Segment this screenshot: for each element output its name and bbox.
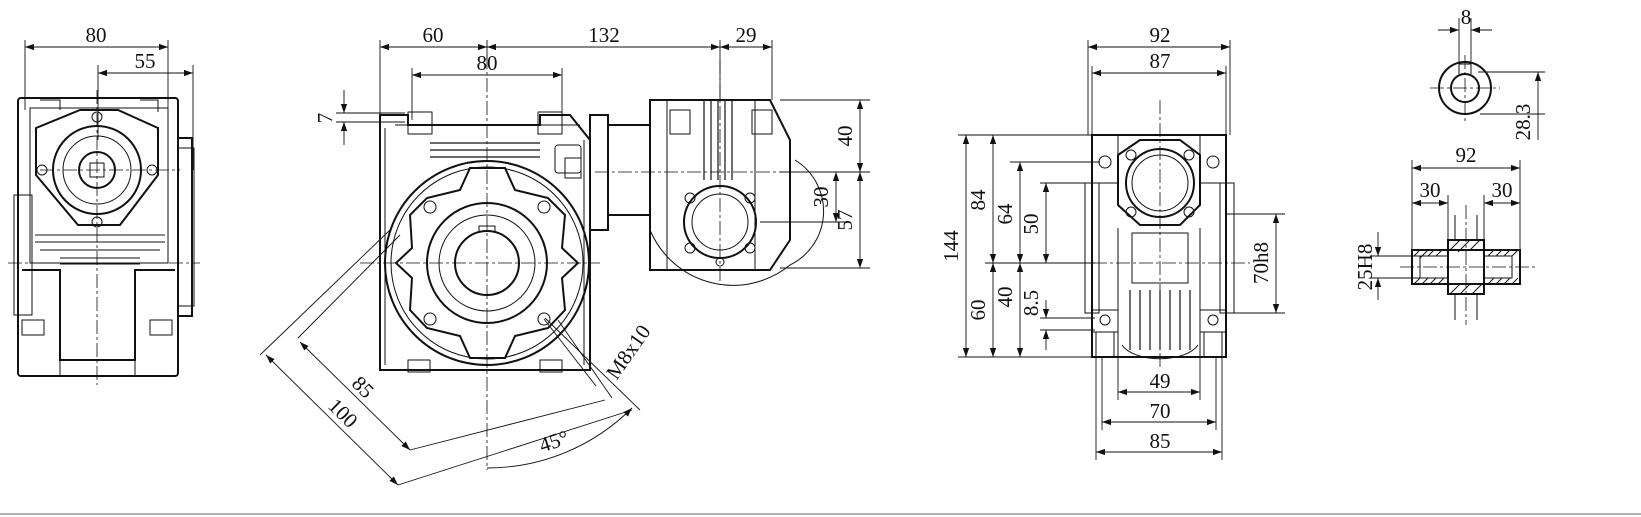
dim-end-49: 49	[1150, 369, 1171, 393]
dim-front-30: 30	[809, 187, 833, 208]
shaft-detail: 8 28.3 92 30 30	[1353, 5, 1545, 325]
dim-front-40: 40	[833, 126, 857, 147]
dim-side-width: 80	[86, 23, 107, 47]
dim-end-87: 87	[1150, 49, 1171, 73]
dim-front-100: 100	[323, 393, 362, 432]
dim-shaft-30-right: 30	[1492, 178, 1513, 202]
dim-end-92: 92	[1150, 23, 1171, 47]
dim-end-85: 85	[1150, 429, 1171, 453]
dim-end-84: 84	[966, 189, 990, 211]
dim-end-8-5: 8.5	[1019, 290, 1043, 316]
dim-end-64: 64	[993, 203, 1017, 225]
dim-shaft-92: 92	[1456, 143, 1477, 167]
dim-front-57: 57	[833, 210, 857, 231]
dim-end-50: 50	[1019, 214, 1043, 235]
dim-front-132: 132	[588, 23, 620, 47]
dim-front-29: 29	[736, 23, 757, 47]
dim-end-40: 40	[993, 287, 1017, 308]
dim-end-70h8: 70h8	[1249, 242, 1273, 284]
dim-side-offset: 55	[135, 49, 156, 73]
dim-end-144: 144	[939, 230, 963, 262]
end-view: 92 87	[939, 23, 1285, 460]
dim-shaft-28-3: 28.3	[1511, 104, 1535, 141]
dim-shaft-30-left: 30	[1420, 178, 1441, 202]
dim-front-thread: M8x10	[601, 320, 655, 383]
dim-shaft-key: 8	[1461, 5, 1472, 29]
dim-end-70: 70	[1150, 399, 1171, 423]
dim-end-60: 60	[966, 300, 990, 321]
dim-front-85: 85	[347, 371, 379, 403]
side-view: 80 55	[8, 23, 200, 385]
dim-shaft-bore: 25H8	[1353, 244, 1377, 291]
dim-front-60: 60	[423, 23, 444, 47]
dim-front-7: 7	[313, 113, 337, 124]
front-view: 60 132 29 80 7	[259, 23, 870, 486]
